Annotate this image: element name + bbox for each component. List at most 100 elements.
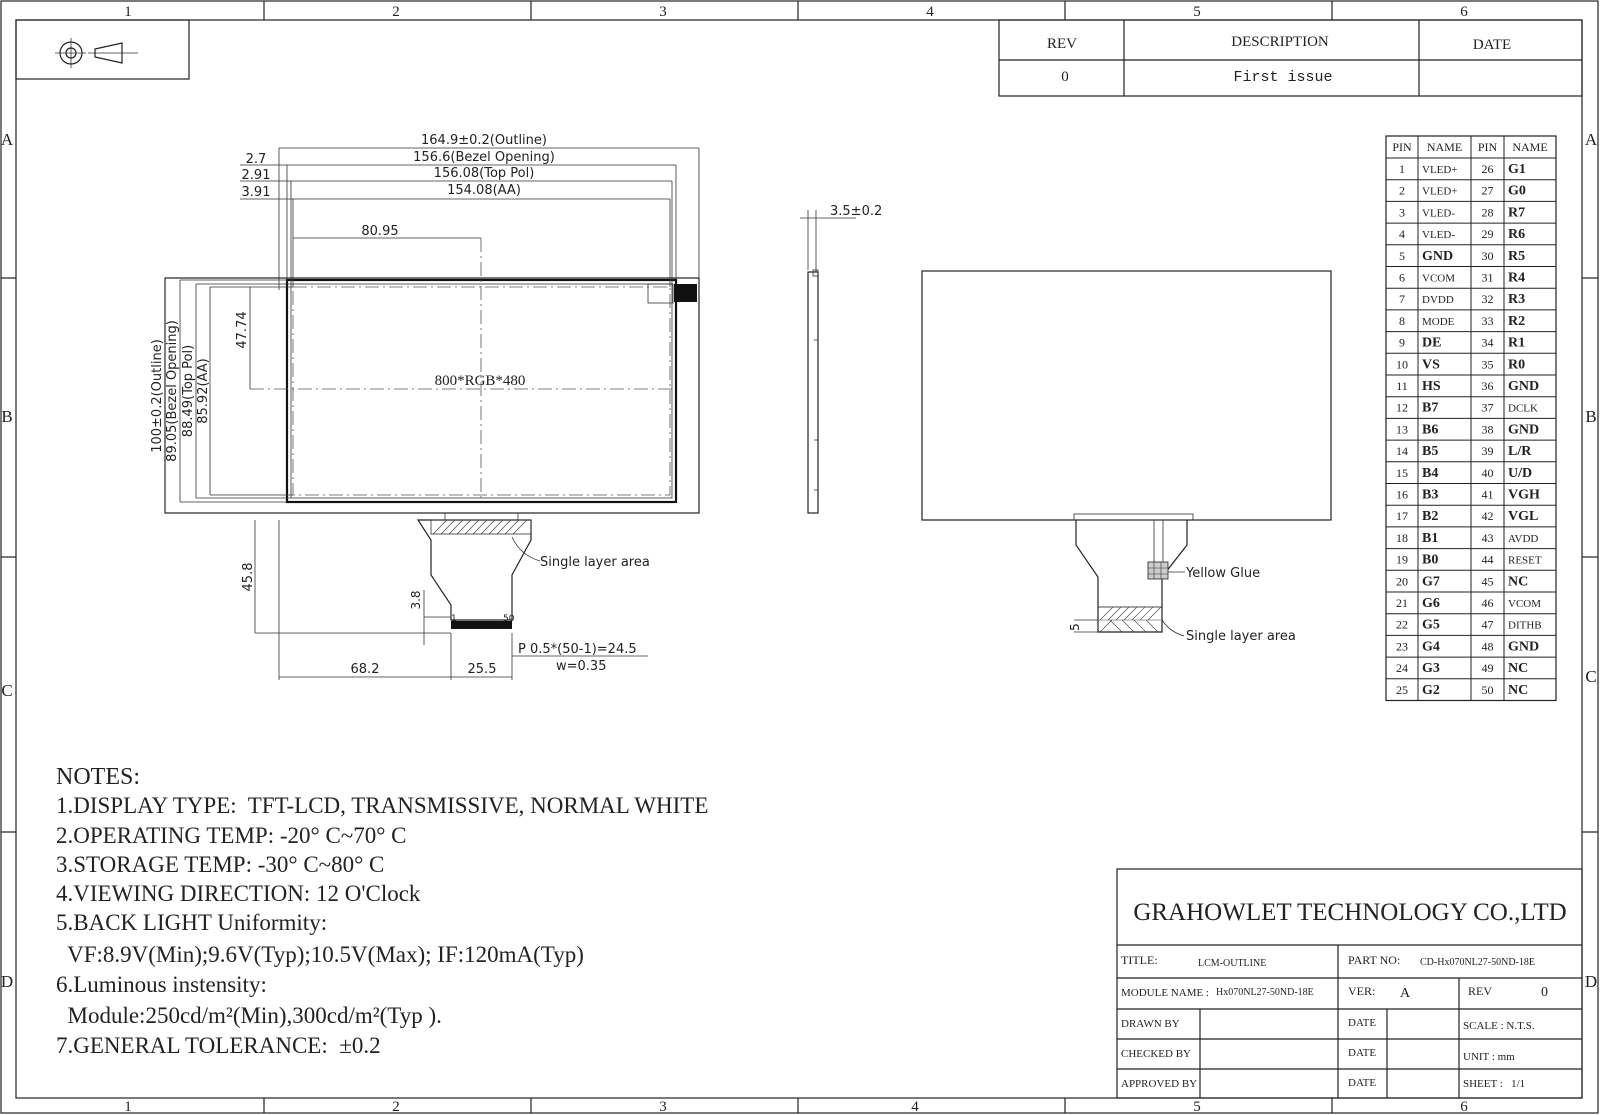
pin-name-cell: NC (1508, 683, 1528, 698)
dim-toppol-height: 88.49(Top Pol) (181, 345, 196, 437)
pin-number-cell: 16 (1396, 488, 1408, 502)
pin-name-cell: B7 (1422, 401, 1438, 416)
pin-name-cell: VGL (1508, 509, 1538, 524)
dim-lead-width: w=0.35 (556, 659, 606, 674)
part-no-value: CD-Hx070NL27-50ND-18E (1420, 957, 1535, 968)
pin-number-cell: 37 (1482, 401, 1494, 415)
title-value: LCM-OUTLINE (1198, 958, 1266, 969)
pin-name-cell: G3 (1422, 661, 1440, 676)
dim-fpc-offset: 68.2 (351, 662, 380, 677)
pin-name-cell: B0 (1422, 553, 1438, 568)
pin-number-cell: 23 (1396, 639, 1408, 653)
pin-name-cell: NC (1508, 661, 1528, 676)
side-view: 3.5±0.2 (800, 204, 882, 514)
pin-name-cell: MODE (1422, 316, 1455, 328)
zone-col-5-top: 5 (1193, 4, 1201, 20)
pin-number-cell: 20 (1396, 574, 1408, 588)
pin-number-cell: 44 (1482, 553, 1494, 567)
pin-name-cell: G5 (1422, 618, 1440, 633)
pin-number-cell: 49 (1482, 661, 1494, 675)
pin-name-cell: G6 (1422, 596, 1440, 611)
note-8: Module:250cd/m²(Min),300cd/m²(Typ ). (56, 1003, 442, 1028)
notes-title: NOTES: (56, 764, 140, 790)
pin-table-header: PIN (1392, 140, 1412, 154)
pin-name-cell: DITHB (1508, 620, 1542, 632)
pin-name-cell: R6 (1508, 227, 1525, 242)
pin-name-cell: L/R (1508, 444, 1532, 459)
pin-name-cell: B4 (1422, 466, 1438, 481)
pin-name-cell: U/D (1508, 466, 1532, 481)
pin-name-cell: G7 (1422, 574, 1440, 589)
pin-number-cell: 48 (1482, 639, 1494, 653)
pin-number-cell: 15 (1396, 466, 1408, 480)
pin-table-header: PIN (1478, 140, 1498, 154)
note-1: 1.DISPLAY TYPE: TFT-LCD, TRANSMISSIVE, N… (56, 793, 708, 818)
dim-pitch: P 0.5*(50-1)=24.5 (518, 642, 637, 657)
zone-row-a-right: A (1585, 130, 1598, 149)
pin-number-cell: 31 (1482, 271, 1494, 285)
active-area-rect (292, 286, 671, 496)
drawn-by-label: DRAWN BY (1121, 1018, 1180, 1030)
note-2: 2.OPERATING TEMP: -20° C~70° C (56, 823, 407, 848)
pin-name-cell: R3 (1508, 292, 1525, 307)
note-5: 5.BACK LIGHT Uniformity: (56, 910, 327, 935)
scale-label: SCALE : N.T.S. (1463, 1020, 1535, 1032)
zone-col-6-top: 6 (1460, 4, 1468, 20)
dim-aa-width: 154.08(AA) (447, 183, 521, 198)
title-label: TITLE: (1121, 953, 1158, 967)
pin-number-cell: 14 (1396, 444, 1408, 458)
rev-value: 0 (1061, 69, 1069, 85)
pin-number-cell: 36 (1482, 379, 1494, 393)
dim-fpc-3-8: 3.8 (409, 590, 423, 609)
pin-name-cell: VCOM (1422, 273, 1455, 285)
date-label-3: DATE (1348, 1077, 1376, 1089)
pin-name-cell: VLED+ (1422, 164, 1458, 176)
ver-value: A (1400, 986, 1411, 1001)
pin-number-cell: 21 (1396, 596, 1408, 610)
zone-col-2-bottom: 2 (392, 1099, 400, 1115)
pin-name-cell: B1 (1422, 531, 1438, 546)
pin-name-cell: G4 (1422, 639, 1440, 654)
pin-table-header: NAME (1512, 140, 1547, 154)
pin-number-cell: 43 (1482, 531, 1494, 545)
front-view: 164.9±0.2(Outline) 156.6(Bezel Opening) … (150, 133, 700, 680)
zone-row-d-left: D (1, 972, 13, 991)
note-6: VF:8.9V(Min);9.6V(Typ);10.5V(Max); IF:12… (56, 942, 584, 967)
pin-name-cell: DCLK (1508, 403, 1538, 415)
dim-2-7: 2.7 (246, 152, 267, 167)
pin-name-cell: DE (1422, 336, 1441, 351)
pin-name-cell: HS (1422, 379, 1441, 394)
note-9: 7.GENERAL TOLERANCE: ±0.2 (56, 1033, 381, 1058)
description-header: DESCRIPTION (1231, 34, 1329, 50)
zone-col-5-bottom: 5 (1193, 1099, 1201, 1115)
top-pol-rect (290, 283, 673, 499)
pin-number-cell: 4 (1399, 227, 1405, 241)
pin-name-cell: B3 (1422, 488, 1438, 503)
pin-name-cell: R2 (1508, 314, 1525, 329)
pin-number-cell: 19 (1396, 553, 1408, 567)
pin-number-cell: 26 (1482, 162, 1494, 176)
company-name: GRAHOWLET TECHNOLOGY CO.,LTD (1133, 899, 1566, 926)
pin-table-header: NAME (1427, 140, 1462, 154)
pin-number-cell: 13 (1396, 422, 1408, 436)
dim-outline-width: 164.9±0.2(Outline) (421, 133, 547, 148)
checked-by-label: CHECKED BY (1121, 1048, 1191, 1060)
pin-name-cell: VLED+ (1422, 186, 1458, 198)
projection-symbol-icon (15, 19, 190, 80)
dim-fpc-len: 45.8 (241, 563, 256, 592)
note-4: 4.VIEWING DIRECTION: 12 O'Clock (56, 881, 421, 906)
pin-number-cell: 40 (1482, 466, 1494, 480)
pin-number-cell: 9 (1399, 336, 1405, 350)
pin-number-cell: 1 (1399, 162, 1405, 176)
pin-name-cell: AVDD (1508, 533, 1538, 545)
dim-fpc-width: 25.5 (468, 662, 497, 677)
pin-name-cell: VS (1422, 357, 1440, 372)
pin-number-cell: 47 (1482, 618, 1494, 632)
pin-number-cell: 2 (1399, 184, 1405, 198)
pin-name-cell: R1 (1508, 336, 1525, 351)
pin-name-cell: VCOM (1508, 598, 1541, 610)
pin-number-cell: 39 (1482, 444, 1494, 458)
pin-name-cell: R4 (1508, 271, 1525, 286)
dim-center-x: 80.95 (361, 224, 398, 239)
